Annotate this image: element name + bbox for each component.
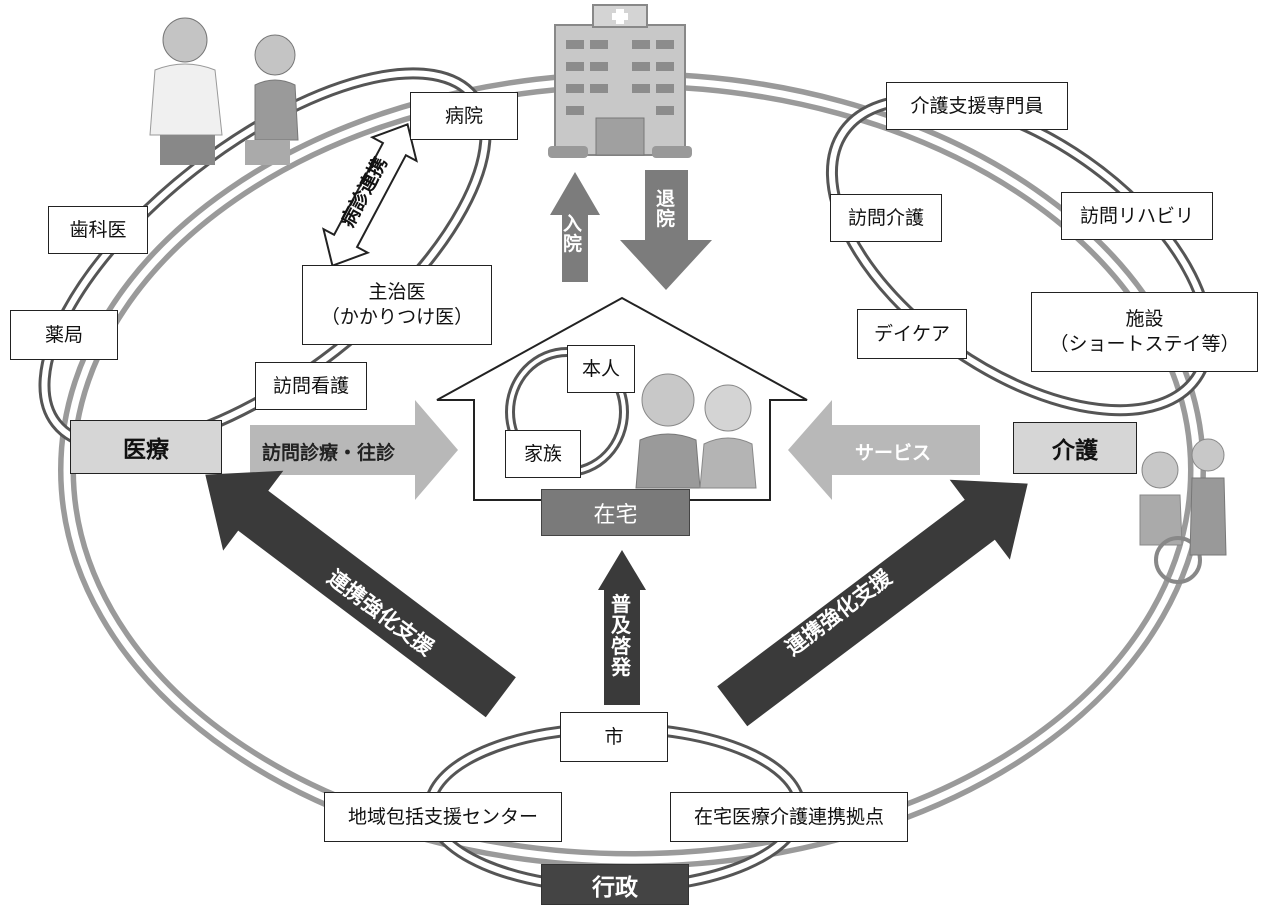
day-care-label: デイケア (873, 322, 950, 345)
byoin-label: 病院 (444, 104, 483, 127)
homon-kaigo-box: 訪問介護 (830, 194, 942, 242)
shisetsu-box: 施設（ショートステイ等） (1031, 292, 1258, 372)
doctor-patient-icon (149, 17, 299, 165)
nyuin-arrow (550, 172, 600, 282)
homon-rehab-box: 訪問リハビリ (1061, 192, 1213, 240)
gyosei-hub: 行政 (541, 864, 689, 905)
chiiki-box: 地域包括支援センター (324, 792, 562, 842)
fukyu-arrow (598, 550, 646, 705)
kaigo-hub: 介護 (1013, 422, 1137, 474)
hospital-building-icon (548, 4, 692, 158)
service-arrow (788, 400, 980, 500)
shujii-label-1: 主治医 (368, 281, 426, 304)
nyuin-label: 入院 (563, 213, 583, 255)
fukyu-label: 普及啓発 (611, 594, 631, 678)
kaigo-label: 介護 (1052, 438, 1098, 464)
fukyu-char-4: 発 (611, 655, 631, 679)
homon-kango-label: 訪問看護 (272, 374, 349, 397)
gyosei-label: 行政 (592, 874, 638, 901)
honnin-label: 本人 (581, 357, 620, 380)
zaitaku-label: 在宅 (593, 502, 638, 528)
iryo-hub: 医療 (70, 420, 222, 474)
care-manager-label: 介護支援専門員 (910, 94, 1044, 117)
honnin-box: 本人 (567, 345, 635, 393)
service-label: サービス (855, 442, 932, 464)
homon-kaigo-label: 訪問介護 (847, 206, 924, 229)
taiin-label: 退院 (656, 188, 676, 230)
nyuin-char-2: 院 (563, 232, 583, 255)
taiin-char-1: 退 (656, 188, 676, 210)
day-care-box: デイケア (857, 309, 967, 359)
byoshin-double-arrow (322, 123, 418, 267)
wheelchair-caregiver-icon (1139, 438, 1227, 584)
shisetsu-label-2: （ショートステイ等） (1049, 333, 1240, 355)
shi-label: 市 (604, 725, 624, 748)
kazoku-box: 家族 (505, 430, 581, 478)
fukyu-char-1: 普 (611, 592, 631, 616)
homon-rehab-label: 訪問リハビリ (1079, 204, 1194, 227)
homon-kango-box: 訪問看護 (255, 362, 367, 410)
zaitaku-hub: 在宅 (541, 489, 690, 536)
byoin-box: 病院 (410, 92, 518, 140)
renkei-left-arrow (205, 470, 516, 718)
shikai-label: 歯科医 (69, 218, 127, 241)
shisetsu-label-1: 施設 (1125, 308, 1164, 331)
chiiki-label: 地域包括支援センター (347, 805, 538, 828)
shujii-box: 主治医（かかりつけ医） (302, 265, 492, 345)
care-manager-box: 介護支援専門員 (886, 82, 1068, 130)
homon-shinryo-label: 訪問診療・往診 (262, 442, 396, 464)
taiin-arrow (620, 170, 712, 290)
kazoku-label: 家族 (523, 442, 562, 465)
kyoten-label: 在宅医療介護連携拠点 (693, 805, 884, 828)
iryo-label: 医療 (123, 437, 169, 463)
fukyu-char-3: 啓 (611, 634, 631, 658)
nyuin-char-1: 入 (563, 213, 583, 235)
yakkyoku-label: 薬局 (44, 323, 83, 346)
shikai-box: 歯科医 (48, 206, 148, 254)
renkei-right-arrow (717, 479, 1028, 727)
shi-box: 市 (560, 712, 668, 762)
taiin-char-2: 院 (656, 207, 676, 230)
fukyu-char-2: 及 (611, 613, 631, 637)
shujii-label-2: （かかりつけ医） (320, 306, 474, 328)
yakkyoku-box: 薬局 (10, 310, 118, 360)
elderly-couple-icon (635, 373, 757, 489)
homon-shinryo-arrow (250, 400, 458, 500)
kyoten-box: 在宅医療介護連携拠点 (670, 792, 908, 842)
